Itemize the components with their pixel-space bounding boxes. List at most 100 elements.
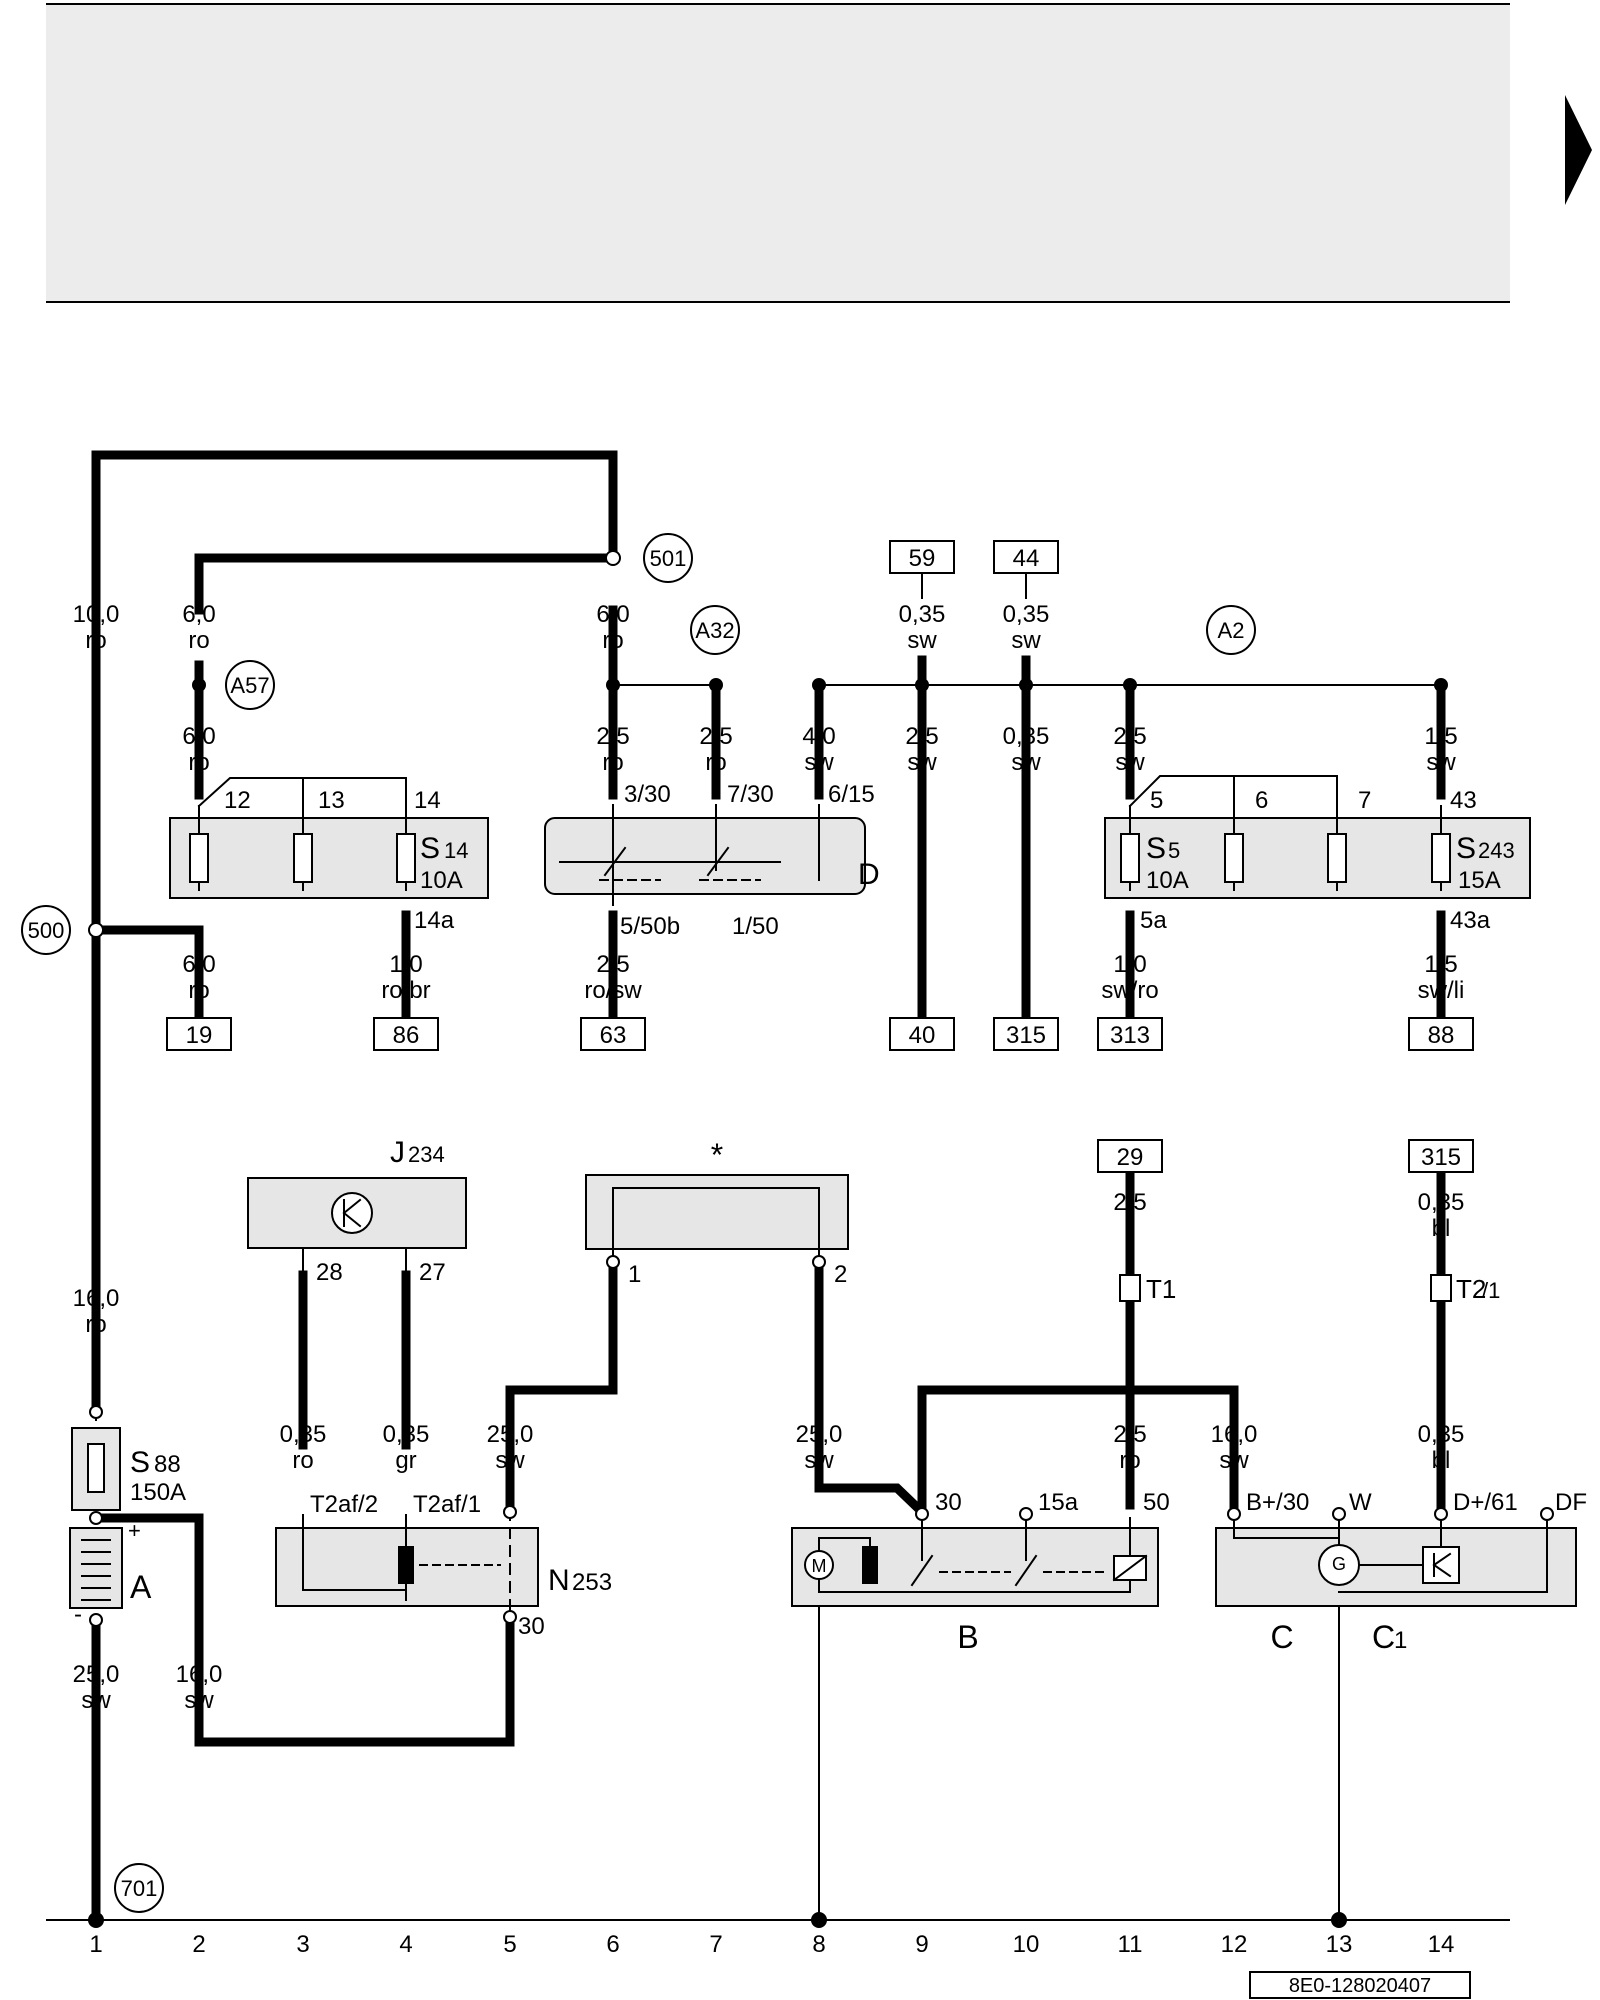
lbl-313-1: 1,0 <box>1113 951 1146 978</box>
lbl-b30-2: sw <box>1219 1447 1249 1474</box>
starter-label: B <box>957 1619 978 1655</box>
ref-box-88-text: 88 <box>1428 1022 1455 1049</box>
node-a57 <box>192 678 206 692</box>
wire-batt-pos <box>91 1513 515 1747</box>
relay-label: J <box>390 1136 405 1169</box>
diagram-code-text: 8E0-128020407 <box>1289 1975 1431 1997</box>
n253-pin-t2af2: T2af/2 <box>310 1491 378 1518</box>
ref-box-86 <box>373 1017 439 1051</box>
star-pin-1: 1 <box>628 1261 641 1288</box>
wire-501-branch <box>194 553 618 615</box>
s88-sub: 88 <box>154 1451 181 1478</box>
term-s88-top <box>89 1405 103 1419</box>
marker-500-circle <box>21 905 71 955</box>
alternator-gen-symbol: G <box>1332 1554 1346 1574</box>
star-label: * <box>711 1137 723 1173</box>
ref-box-44-text: 44 <box>1013 545 1040 572</box>
lbl-col14-1: 1,5 <box>1424 723 1457 750</box>
col-14: 14 <box>1428 1931 1455 1958</box>
lbl-col10-2: sw <box>1011 749 1041 776</box>
ref-box-315 <box>993 1017 1059 1051</box>
ignition-switch-d: 3/30 7/30 6/15 5/50b 1/50 D <box>544 781 880 940</box>
lbl-col7-1: 2,5 <box>699 723 732 750</box>
lbl-batt-pos-2: sw <box>184 1687 214 1714</box>
cutoff-n253: T2af/2 T2af/1 30 N 253 <box>275 1491 612 1640</box>
lbl-col11-2: sw <box>1115 749 1145 776</box>
marker-701-text: 701 <box>121 1876 158 1901</box>
lbl-s88-top-1: 16,0 <box>73 1285 120 1312</box>
s88-name: S <box>130 1446 150 1479</box>
alternator-c: G B+/30 W D+/61 DF C C 1 <box>1215 1489 1587 1655</box>
fuse-left-out: 14a <box>414 907 455 934</box>
starter-pin-50: 50 <box>1143 1489 1170 1516</box>
fuse-right-pin-7: 7 <box>1358 787 1371 814</box>
fuse-s243-rating: 15A <box>1458 867 1501 894</box>
lbl-b30-1: 16,0 <box>1211 1421 1258 1448</box>
switch-pin-5-50b: 5/50b <box>620 913 680 940</box>
ref-box-315-mid <box>1408 1139 1474 1173</box>
lbl-batt-neg-2: sw <box>81 1687 111 1714</box>
next-page-arrow-icon[interactable] <box>1565 95 1592 205</box>
ref-box-29 <box>1097 1139 1163 1173</box>
ref-box-40-text: 40 <box>909 1022 936 1049</box>
lbl-a57-down-2: ro <box>188 749 209 776</box>
starter-b: M 30 15a 50 B <box>791 1489 1170 1655</box>
lbl-d61-1: 0,35 <box>1418 1421 1465 1448</box>
lbl-19-2: ro <box>188 977 209 1004</box>
ref-box-63-text: 63 <box>600 1022 627 1049</box>
wire-star-pin1 <box>505 1260 618 1517</box>
lbl-44-2: sw <box>1011 627 1041 654</box>
lbl-batt-pos-1: 16,0 <box>176 1661 223 1688</box>
lbl-28-2: ro <box>292 1447 313 1474</box>
col-13: 13 <box>1326 1931 1353 1958</box>
regulator-sub: 1 <box>1394 1627 1407 1654</box>
node-a2-2 <box>915 678 929 692</box>
marker-a57-text: A57 <box>230 673 269 698</box>
lbl-col6-1: 2,5 <box>596 723 629 750</box>
battery-plus: + <box>128 1518 141 1543</box>
lbl-86-2: ro/br <box>381 977 430 1004</box>
marker-a2-circle <box>1206 605 1256 655</box>
header-panel <box>46 4 1510 302</box>
fuse-s5-sub: 5 <box>1168 838 1180 863</box>
node-a2-4 <box>1123 678 1137 692</box>
col-7: 7 <box>709 1931 722 1958</box>
switch-pin-3-30: 3/30 <box>624 781 671 808</box>
col-4: 4 <box>399 1931 412 1958</box>
fuse-right-pin-6: 6 <box>1255 787 1268 814</box>
lbl-86-1: 1,0 <box>389 951 422 978</box>
wire-star-pin2 <box>814 1260 929 1519</box>
diagram-code-box <box>1249 1971 1471 1999</box>
lbl-col6-2: ro <box>602 749 623 776</box>
lbl-50-2: ro <box>1119 1447 1140 1474</box>
marker-501-text: 501 <box>650 546 687 571</box>
fuse-s243-name: S <box>1456 832 1476 865</box>
lbl-n253-2: sw <box>495 1447 525 1474</box>
marker-701-circle <box>114 1863 164 1913</box>
node-a2-1 <box>812 678 826 692</box>
lbl-50-1: 2,5 <box>1113 1421 1146 1448</box>
connector-t2-sub: /1 <box>1482 1278 1500 1303</box>
lbl-501-down-1: 6,0 <box>596 601 629 628</box>
lbl-88-2: sw/li <box>1418 977 1465 1004</box>
connectors: T1 T2 /1 <box>1119 1274 1500 1304</box>
lbl-28-1: 0,35 <box>280 1421 327 1448</box>
lbl-a57-up-1: 6,0 <box>182 601 215 628</box>
switch-pin-6-15: 6/15 <box>828 781 875 808</box>
alt-pin-d61: D+/61 <box>1453 1489 1518 1516</box>
alt-pin-w: W <box>1349 1489 1372 1516</box>
ref-box-315-text: 315 <box>1006 1022 1046 1049</box>
lbl-27-1: 0,35 <box>383 1421 430 1448</box>
starter-motor-symbol: M <box>812 1556 827 1576</box>
marker-a32-text: A32 <box>695 618 734 643</box>
star-pin-2: 2 <box>834 1261 847 1288</box>
alt-pin-b30: B+/30 <box>1246 1489 1309 1516</box>
col-10: 10 <box>1013 1931 1040 1958</box>
lbl-19-1: 6,0 <box>182 951 215 978</box>
relay-j234: J 234 28 27 <box>247 1136 467 1286</box>
col-8: 8 <box>812 1931 825 1958</box>
lbl-n253-1: 25,0 <box>487 1421 534 1448</box>
marker-501-circle <box>643 533 693 583</box>
alt-pin-df: DF <box>1555 1489 1587 1516</box>
